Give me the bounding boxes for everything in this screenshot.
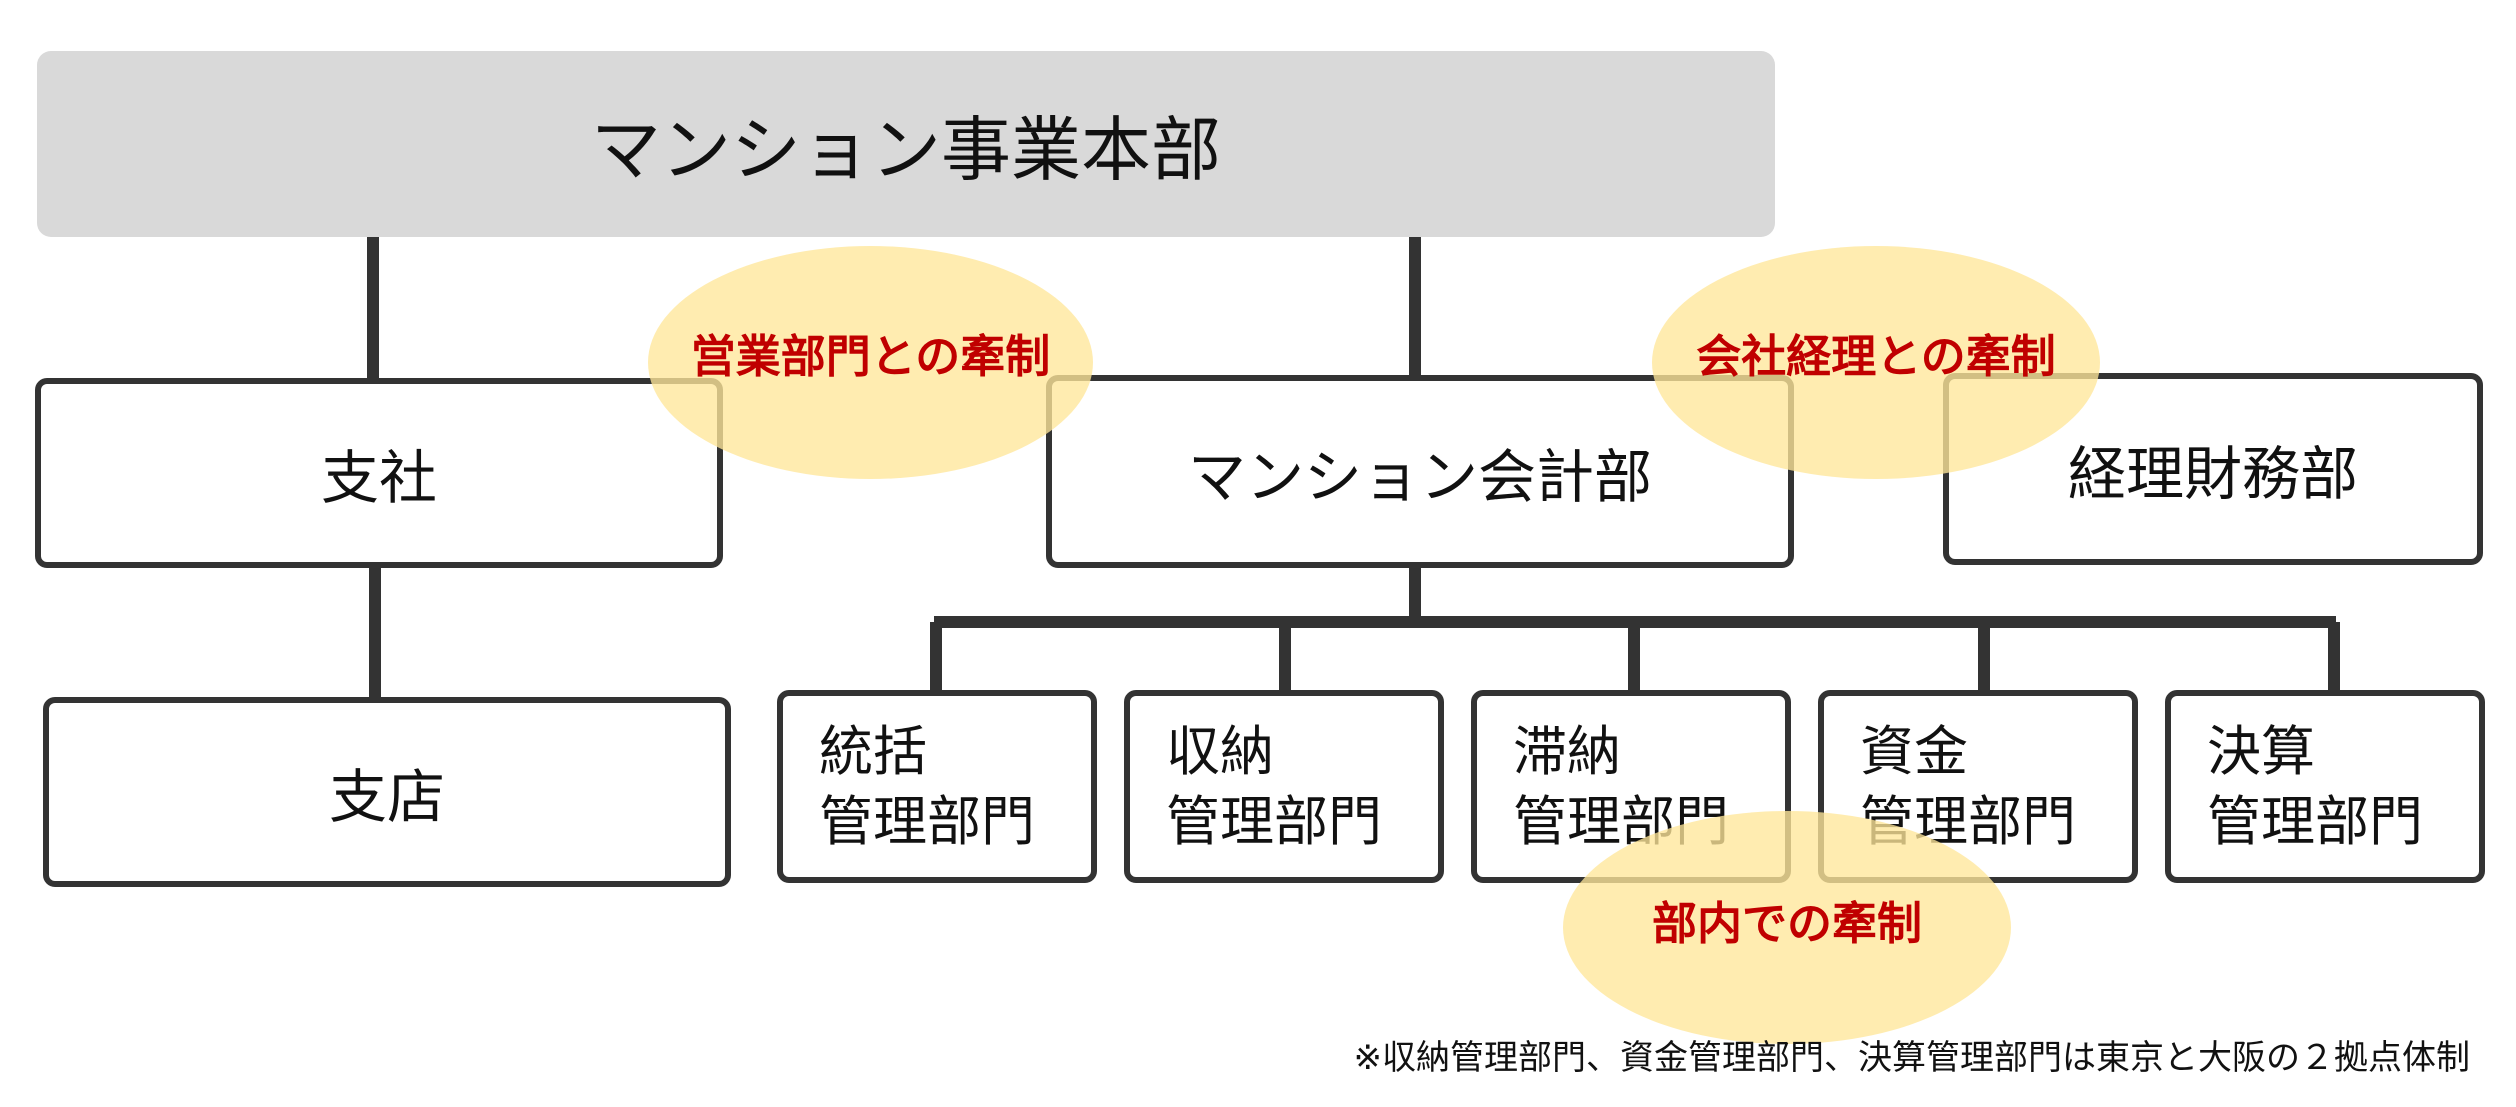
finance-dept-label: 経理財務部 [2067, 440, 2358, 508]
section-box-settlement: 決算 管理部門 [2165, 690, 2485, 883]
internal-check-label: 部内での牽制 [1651, 897, 1922, 950]
branch-label: 支社 [320, 444, 437, 512]
section-box-general: 統括 管理部門 [777, 690, 1097, 883]
section-line1: 滞納 [1513, 720, 1621, 784]
section-line1: 収納 [1166, 720, 1274, 784]
section-line2: 管理部門 [819, 789, 1035, 853]
corporate-check-label: 会社経理との牽制 [1696, 330, 2056, 383]
section-line1: 決算 [2207, 720, 2315, 784]
headquarters-box: マンション事業本部 [37, 51, 1775, 237]
footnote: ※収納管理部門、資金管理部門、決算管理部門は東京と大阪の２拠点体制 [1353, 1038, 2471, 1078]
headquarters-label: マンション事業本部 [591, 108, 1221, 191]
section-line1: 統括 [819, 720, 927, 784]
section-line2: 管理部門 [1166, 789, 1382, 853]
branch-box: 支社 [35, 378, 723, 568]
sales-check-label: 営業部門との牽制 [690, 330, 1051, 383]
accounting-dept-label: マンション会計部 [1187, 442, 1652, 511]
highlight-corporate-check [1652, 246, 2100, 479]
section-line1: 資金 [1860, 720, 1968, 784]
store-box: 支店 [43, 697, 731, 887]
highlight-sales-check [648, 246, 1093, 479]
section-box-collection: 収納 管理部門 [1124, 690, 1444, 883]
section-line2: 管理部門 [2207, 789, 2423, 853]
highlight-internal-check [1563, 811, 2011, 1044]
store-label: 支店 [328, 763, 445, 831]
